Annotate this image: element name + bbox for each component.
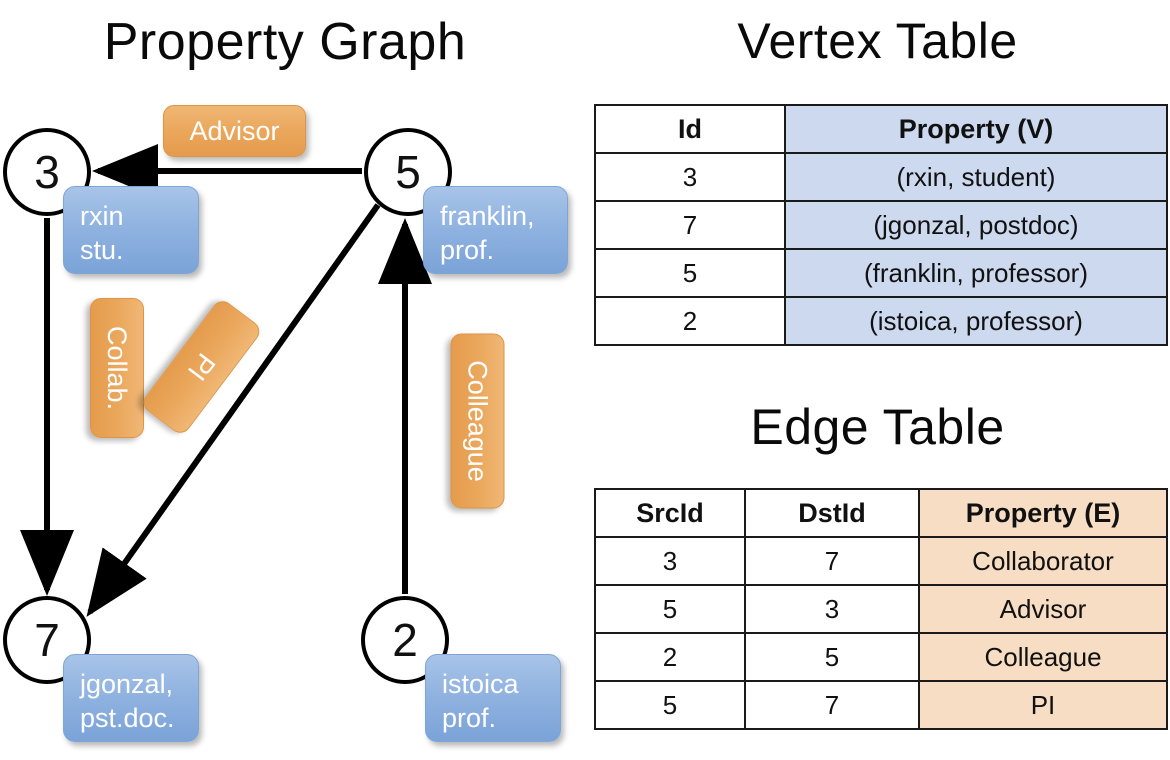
table-header-row: Id Property (V) [594,104,1168,154]
vertex-cell-id: 2 [594,296,786,346]
table-row: 3 7 Collaborator [594,536,1168,586]
edge-cell-srcid: 5 [594,584,746,634]
edge-cell-srcid: 2 [594,632,746,682]
page-title-edge-table: Edge Table [750,399,1005,455]
vertex-property-line: rxin [80,201,124,231]
vertex-table: Id Property (V) 3 (rxin, student) 7 (jgo… [594,104,1168,346]
vertex-cell-property: (rxin, student) [784,152,1168,202]
edge-header-property: Property (E) [918,488,1168,538]
vertex-cell-property: (istoica, professor) [784,296,1168,346]
vertex-cell-id: 5 [594,248,786,298]
vertex-property-line: prof. [442,703,497,733]
page-title-property-graph: Property Graph [103,13,467,71]
edge-cell-srcid: 3 [594,536,746,586]
edge-cell-srcid: 5 [594,680,746,730]
edge-cell-dstid: 5 [744,632,920,682]
vertex-cell-id: 3 [594,152,786,202]
edge-header-dstid: DstId [744,488,920,538]
page-title-vertex-table: Vertex Table [737,13,1018,69]
vertex-property-box-2: istoica prof. [425,654,561,742]
edge-header-srcid: SrcId [594,488,746,538]
vertex-property-line: franklin, [440,201,535,231]
table-row: 5 7 PI [594,680,1168,730]
edge-label-colleague: Colleague [450,333,505,509]
edge-cell-property: PI [918,680,1168,730]
table-row: 3 (rxin, student) [594,152,1168,202]
vertex-property-line: istoica [442,669,519,699]
table-header-row: SrcId DstId Property (E) [594,488,1168,538]
vertex-header-id: Id [594,104,786,154]
edge-cell-dstid: 3 [744,584,920,634]
graph-node-2[interactable]: 2 [361,596,449,684]
vertex-property-line: jgonzal, [80,669,174,699]
table-row: 2 (istoica, professor) [594,296,1168,346]
vertex-property-box-7: jgonzal, pst.doc. [63,654,199,742]
edge-cell-property: Colleague [918,632,1168,682]
vertex-property-line: stu. [80,235,124,265]
edge-cell-property: Advisor [918,584,1168,634]
vertex-property-box-5: franklin, prof. [423,186,568,274]
table-row: 5 3 Advisor [594,584,1168,634]
vertex-property-line: prof. [440,235,495,265]
vertex-cell-id: 7 [594,200,786,250]
vertex-property-line: pst.doc. [80,703,175,733]
edge-cell-dstid: 7 [744,536,920,586]
vertex-cell-property: (jgonzal, postdoc) [784,200,1168,250]
table-row: 5 (franklin, professor) [594,248,1168,298]
vertex-cell-property: (franklin, professor) [784,248,1168,298]
graph-edge-arrows [20,144,432,617]
graph-node-5[interactable]: 5 [364,128,452,216]
edge-label-collab: Collab. [90,298,144,438]
table-row: 7 (jgonzal, postdoc) [594,200,1168,250]
edge-table: SrcId DstId Property (E) 3 7 Collaborato… [594,488,1168,730]
property-graph-diagram: 3 5 7 2 rxin stu. franklin, prof. jgonza… [3,105,568,742]
edge-cell-dstid: 7 [744,680,920,730]
edge-label-advisor: Advisor [163,105,306,157]
edge-arrow-5-to-7 [86,203,381,617]
edge-cell-property: Collaborator [918,536,1168,586]
vertex-property-box-3: rxin stu. [63,186,199,274]
table-row: 2 5 Colleague [594,632,1168,682]
vertex-header-property: Property (V) [784,104,1168,154]
